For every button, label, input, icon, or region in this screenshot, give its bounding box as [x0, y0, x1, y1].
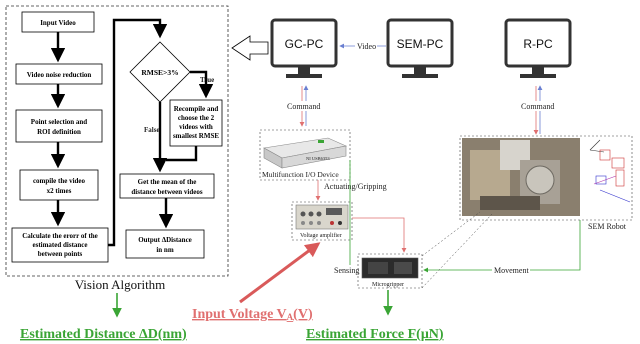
svg-text:compile the video: compile the video	[33, 177, 86, 185]
command-left-bg	[285, 101, 323, 111]
daq-model: NI USB6353	[306, 156, 330, 161]
robot-label: SEM Robot	[588, 222, 627, 231]
video-label: Video	[357, 42, 376, 51]
svg-text:between points: between points	[38, 250, 83, 258]
svg-text:smallest RMSE: smallest RMSE	[173, 132, 219, 140]
voltage-amplifier	[295, 204, 349, 230]
svg-text:Output ΔDistance: Output ΔDistance	[138, 236, 192, 244]
svg-text:estimated distance: estimated distance	[32, 241, 87, 249]
amp-to-gripper-link	[352, 217, 407, 253]
projection-line-2	[421, 213, 493, 289]
box-point-selection: Point selection and ROI definition	[15, 109, 103, 143]
svg-text:Video noise reduction: Video noise reduction	[27, 71, 92, 79]
movement-bg	[492, 265, 530, 275]
svg-text:GC-PC: GC-PC	[285, 37, 324, 51]
gc-pc: GC-PC	[270, 18, 338, 78]
microgripper-frame	[357, 253, 423, 289]
box-recompile: Recompile and choose the 2 videos with s…	[169, 99, 223, 147]
svg-text:x2 times: x2 times	[47, 187, 72, 195]
svg-text:Input Voltage VA(V): Input Voltage VA(V)	[192, 307, 313, 322]
false-label: False	[144, 126, 160, 134]
microgripper-label: Microgripper	[372, 282, 404, 288]
svg-text:Calculate the erorr of the: Calculate the erorr of the	[22, 232, 98, 240]
svg-text:RMSE>3%: RMSE>3%	[141, 68, 178, 77]
hollow-arrow-gc-to-vision	[231, 35, 269, 61]
r-pc: R-PC	[504, 18, 572, 78]
command-right-label: Command	[521, 102, 554, 111]
svg-text:Recompile and: Recompile and	[174, 105, 219, 113]
box-noise-reduction: Video noise reduction	[15, 63, 103, 85]
svg-text:Point selection and: Point selection and	[31, 118, 87, 126]
robot-schematic	[589, 139, 631, 203]
vision-algorithm-title: Vision Algorithm	[75, 277, 166, 292]
box-calc-error: Calculate the erorr of the estimated dis…	[11, 227, 109, 263]
svg-text:ROI definition: ROI definition	[37, 128, 81, 136]
box-input-video: Input Video	[21, 11, 95, 33]
svg-text:Get the mean of the: Get the mean of the	[138, 178, 197, 186]
box-output: Output ΔDistance in nm	[125, 229, 205, 259]
sem-robot-image	[462, 138, 580, 216]
sem-pc: SEM-PC	[386, 18, 454, 78]
decision-rmse: RMSE>3%	[129, 41, 191, 103]
estimated-distance-label: Estimated Distance ΔD(nm)	[20, 327, 187, 342]
projection-line-1	[421, 211, 481, 257]
daq-device: NI USB6353	[263, 137, 348, 169]
svg-text:choose the 2: choose the 2	[178, 114, 215, 122]
svg-text:distance between videos: distance between videos	[131, 188, 202, 196]
daq-label: Multifunction I/O Device	[262, 170, 339, 179]
input-voltage-arrow	[239, 242, 321, 304]
box-mean: Get the mean of the distance between vid…	[119, 173, 215, 199]
svg-text:R-PC: R-PC	[523, 37, 553, 51]
command-right-bg	[519, 101, 557, 111]
svg-text:Input Video: Input Video	[40, 19, 76, 27]
svg-text:in nm: in nm	[156, 246, 173, 254]
sensing-link	[349, 160, 360, 271]
command-left-label: Command	[287, 102, 320, 111]
actuating-label: Actuating/Gripping	[324, 182, 387, 191]
robot-frame	[459, 135, 633, 221]
arrow-recompile-to-mean	[166, 146, 198, 162]
svg-text:SEM-PC: SEM-PC	[397, 37, 444, 51]
svg-text:videos with: videos with	[179, 123, 213, 131]
sensing-bg	[334, 265, 362, 275]
vision-algorithm-frame	[5, 5, 229, 277]
video-label-bg	[355, 41, 377, 51]
sensing-label: Sensing	[334, 266, 359, 275]
arrow-calc-to-decision	[108, 18, 168, 247]
amplifier-label: Voltage amplifier	[300, 232, 342, 239]
input-voltage-label: Input Voltage VA(V)	[192, 307, 313, 322]
amplifier-frame	[291, 201, 353, 241]
movement-link	[423, 220, 581, 273]
daq-frame	[259, 129, 351, 181]
microgripper	[361, 257, 419, 279]
arrow-true	[190, 70, 214, 99]
box-compile-video: compile the video x2 times	[19, 169, 99, 201]
estimated-force-label: Estimated Force F(μN)	[306, 327, 444, 342]
movement-label: Movement	[494, 266, 529, 275]
